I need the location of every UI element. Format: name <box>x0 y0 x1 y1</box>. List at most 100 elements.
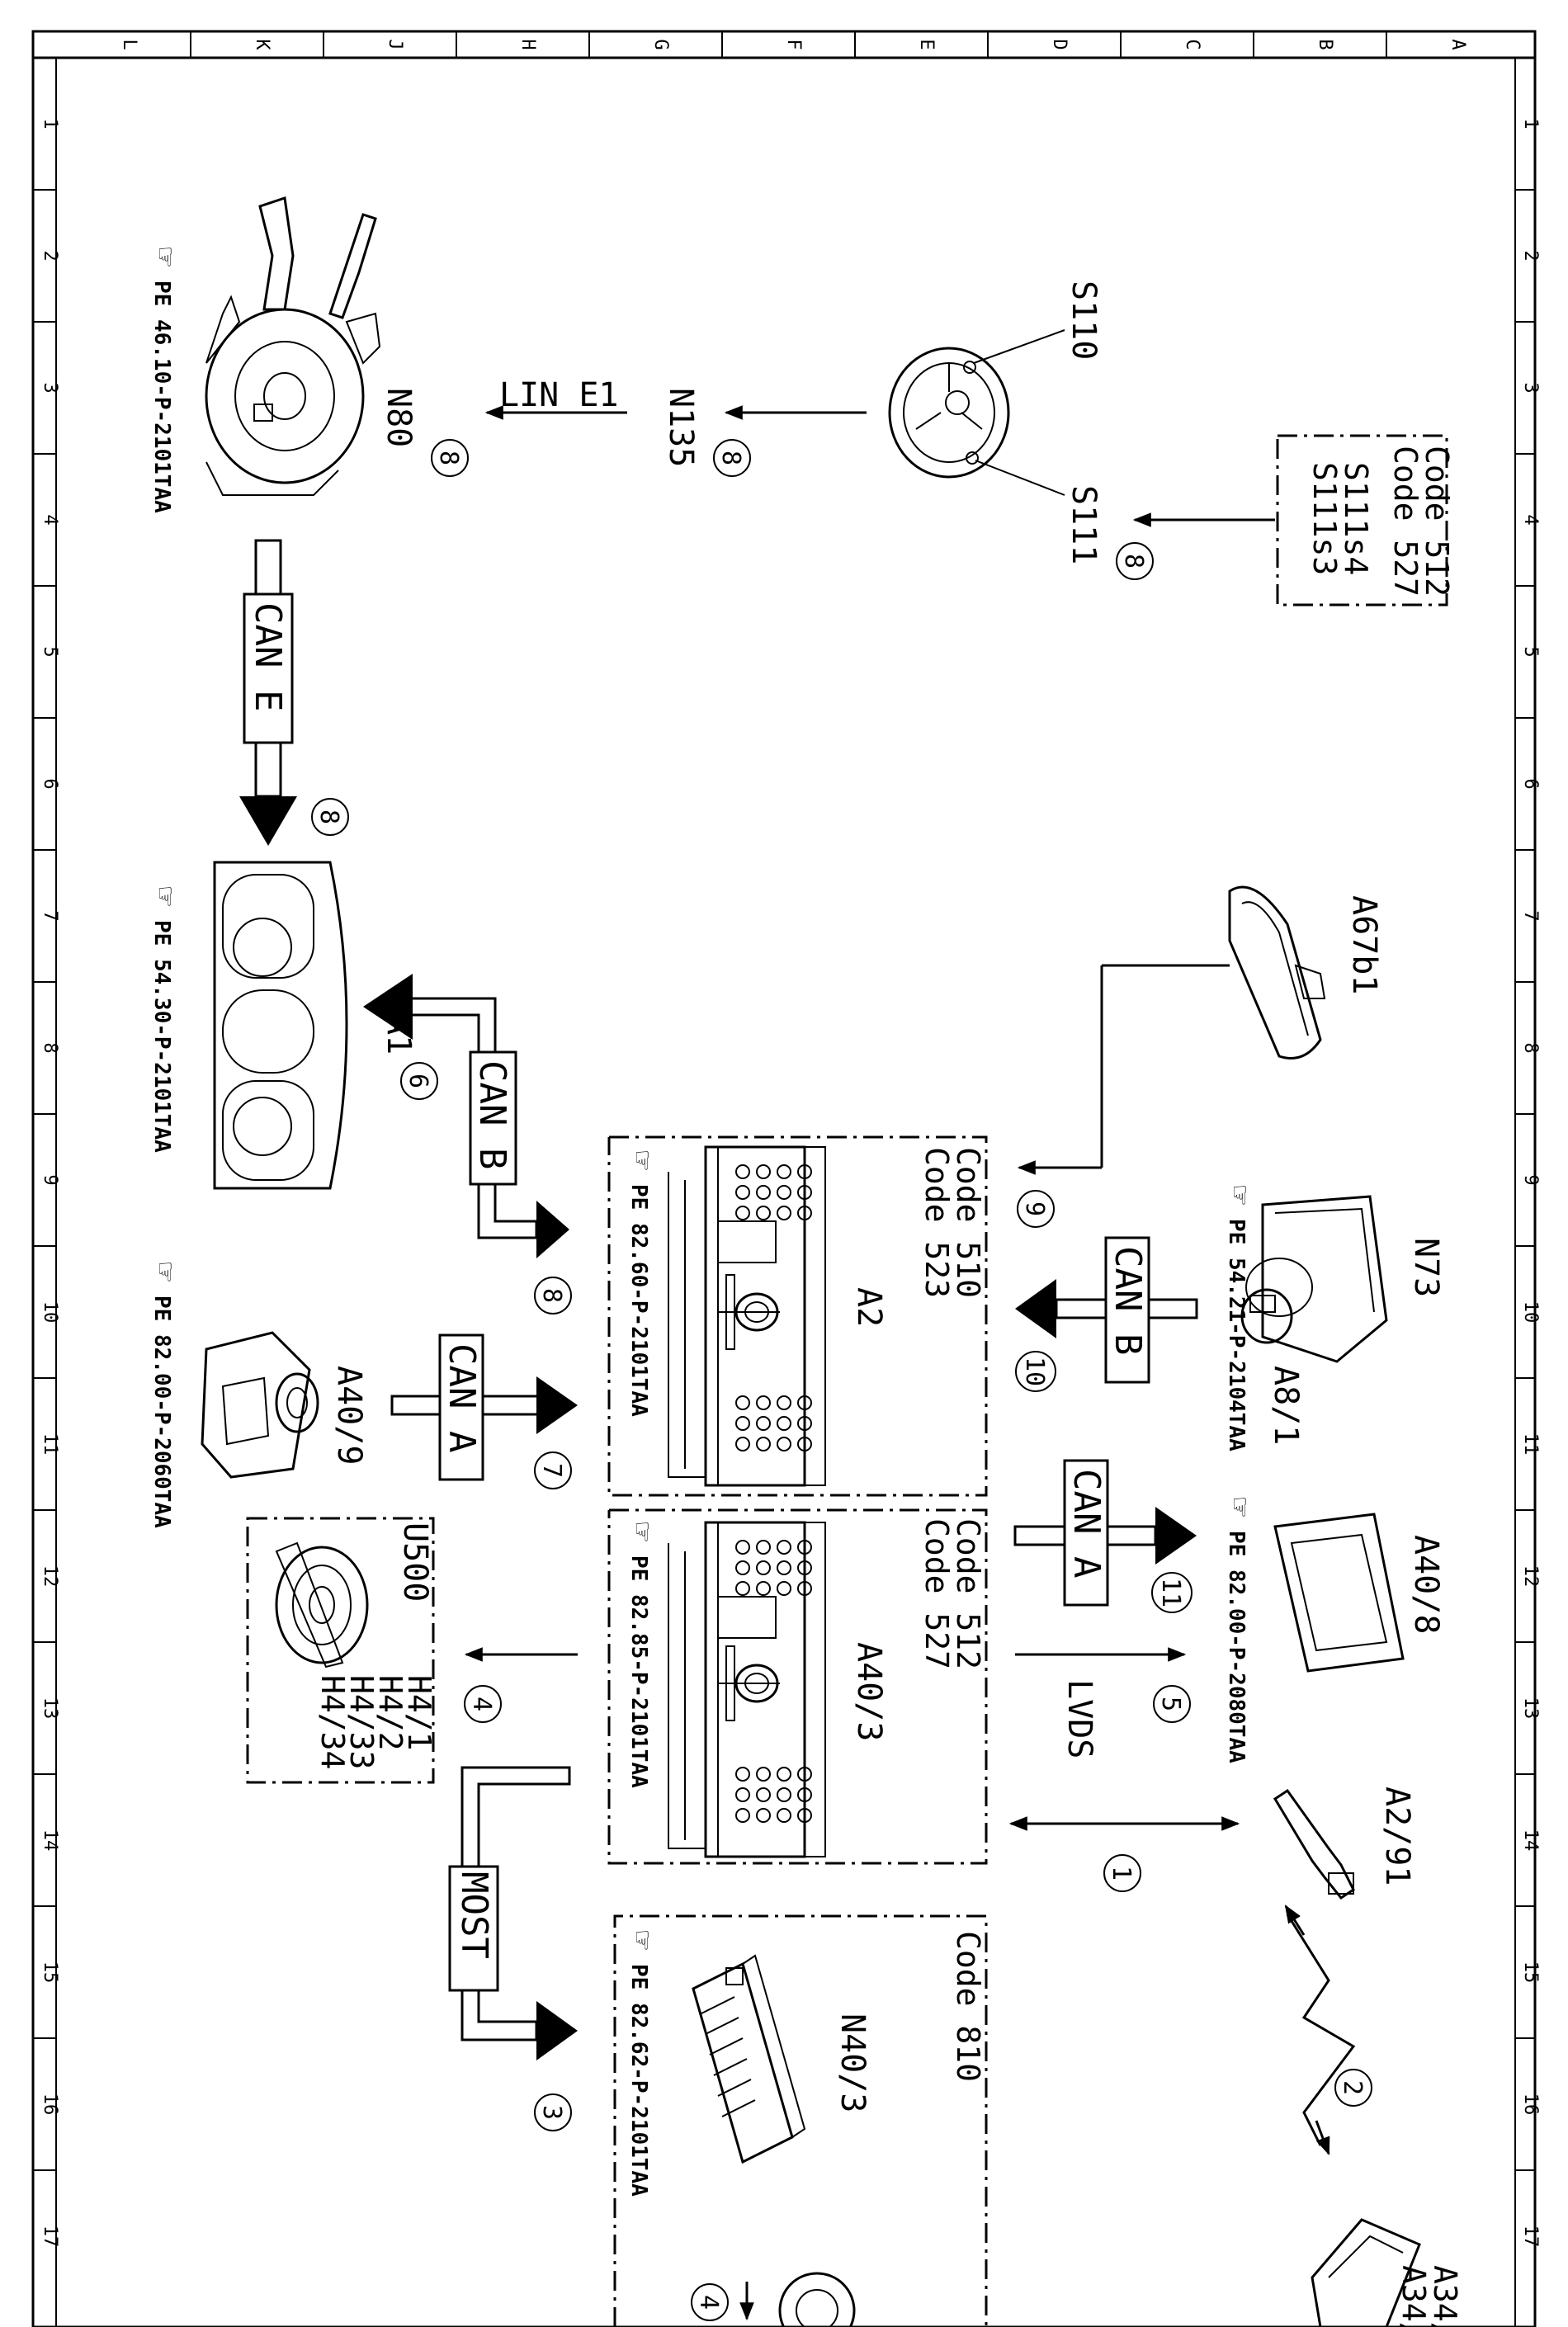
n40-3-reference: ☞ PE 82.62-P-2101TAA <box>625 1931 661 2197</box>
a40-3-reference: ☞ PE 82.85-P-2101TAA <box>625 1522 661 1788</box>
a2-91-antenna-icon <box>1273 1788 1355 1900</box>
svg-text:2: 2 <box>1338 2080 1367 2095</box>
grid-number: 11 <box>1520 1433 1541 1456</box>
grid-number: 7 <box>1520 910 1541 921</box>
a2-reference: ☞ PE 82.60-P-2101TAA <box>625 1151 661 1417</box>
label-n73: N73 <box>1407 1238 1445 1297</box>
grid-number: 14 <box>1520 1829 1541 1852</box>
grid-number: 4 <box>40 514 60 525</box>
code-line: S111s4 <box>1338 462 1374 575</box>
grid-letter: K <box>252 39 272 50</box>
grid-number: 15 <box>40 1961 60 1984</box>
radio-buttons-bottom <box>735 1395 812 1451</box>
grid-number: 13 <box>1520 1697 1541 1720</box>
svg-text:5: 5 <box>1156 1697 1185 1711</box>
label-a8-1: A8/1 <box>1267 1366 1305 1445</box>
n40-3-box <box>613 1914 988 2327</box>
conn-num-n73: 10 <box>1015 1351 1056 1392</box>
grid-number: 8 <box>1520 1042 1541 1053</box>
a34-device-icon <box>1311 2218 1421 2327</box>
conn-num-a1: 6 <box>400 1062 438 1100</box>
grid-letter: F <box>783 39 804 50</box>
bus-pipe-can-e: CAN E <box>239 539 297 846</box>
grid-number: 7 <box>40 910 60 921</box>
grid-number: 11 <box>40 1433 60 1456</box>
u500-speaker-box <box>246 1517 435 1784</box>
grid-number: 6 <box>1520 778 1541 789</box>
bus-can-b: CAN B <box>1107 1246 1149 1355</box>
a40-8-display-icon <box>1273 1513 1405 1673</box>
grid-number: 3 <box>1520 382 1541 393</box>
svg-text:4: 4 <box>694 2295 723 2310</box>
bus-can-e: CAN E <box>247 602 289 711</box>
grid-letter: E <box>916 39 937 50</box>
radio-buttons-top <box>735 1164 812 1220</box>
h4-label: H4/1 <box>401 1675 437 1751</box>
svg-text:1: 1 <box>1107 1866 1136 1881</box>
conn-num-most: 3 <box>534 2093 572 2131</box>
pointer-hand-icon: ☞ <box>148 1263 184 1282</box>
svg-text:9: 9 <box>1020 1201 1049 1216</box>
grid-letter: B <box>1315 39 1335 50</box>
svg-text:8: 8 <box>1119 554 1148 569</box>
bus-pipe-can-b-a1: CAN B <box>363 974 569 1258</box>
label-a2: A2 <box>850 1287 888 1327</box>
h4-label: H4/2 <box>372 1675 409 1751</box>
grid-number: 5 <box>40 646 60 657</box>
label-a67b1: A67b1 <box>1345 895 1383 994</box>
a40-3-box <box>607 1508 988 1865</box>
ref-a40-8: PE 82.00-P-2080TAA <box>1224 1531 1249 1763</box>
label-a2-91: A2/91 <box>1378 1787 1416 1886</box>
radio-buttons-top <box>735 1540 812 1596</box>
bus-most: MOST <box>453 1872 495 1959</box>
label-n135: N135 <box>662 388 700 467</box>
conn-num-n80: 8 <box>431 439 469 477</box>
wireless-link <box>1286 1914 1356 2146</box>
n73-ignition-switch-icon <box>1240 1195 1388 1363</box>
svg-text:8: 8 <box>314 809 343 824</box>
bus-can-b: CAN B <box>471 1060 513 1169</box>
svg-text:8: 8 <box>716 451 745 465</box>
grid-number: 15 <box>1520 1961 1541 1984</box>
a2-code: Code 523 <box>919 1147 955 1298</box>
svg-text:8: 8 <box>537 1288 566 1303</box>
grid-number: 5 <box>1520 646 1541 657</box>
a2-code: Code 510 <box>950 1147 986 1298</box>
grid-number: 1 <box>40 118 60 129</box>
column-letters: L K J H G F E D C B A <box>119 39 1468 50</box>
grid-letter: A <box>1448 39 1468 50</box>
svg-text:10: 10 <box>1020 1357 1049 1386</box>
bus-lin-e1: LIN E1 <box>499 376 619 414</box>
code-line: Code 527 <box>1387 446 1424 597</box>
grid-number: 2 <box>1520 250 1541 261</box>
grid-number: 12 <box>40 1565 60 1588</box>
pointer-hand-icon: ☞ <box>148 248 184 267</box>
n40-3-amplifier-icon <box>692 1954 806 2164</box>
label-a34-15: A34/15 <box>1396 2265 1432 2327</box>
label-u500: U500 <box>396 1522 434 1602</box>
svg-text:7: 7 <box>537 1463 566 1478</box>
grid-number: 6 <box>40 778 60 789</box>
n80-reference: ☞ PE 46.10-P-2101TAA <box>148 248 184 513</box>
grid-number: 10 <box>1520 1301 1541 1324</box>
label-n40-3: N40/3 <box>834 2013 871 2112</box>
grid-number: 9 <box>40 1174 60 1185</box>
radio-buttons-bottom <box>735 1767 812 1823</box>
conn-num-a2-91: 1 <box>1103 1854 1141 1892</box>
svg-text:8: 8 <box>434 451 463 465</box>
a40-3-code: Code 527 <box>919 1518 955 1669</box>
grid-letter: G <box>650 39 671 50</box>
pointer-hand-icon: ☞ <box>148 887 184 906</box>
grid-number: 12 <box>1520 1565 1541 1588</box>
grid-number: 17 <box>1520 2226 1541 2248</box>
conn-num-n135: 8 <box>713 439 751 477</box>
grid-number: 9 <box>1520 1174 1541 1185</box>
label-a40-9: A40/9 <box>330 1366 368 1465</box>
grid-number: 10 <box>40 1301 60 1324</box>
conn-num-a2-canb: 8 <box>534 1277 572 1315</box>
svg-text:3: 3 <box>537 2105 566 2120</box>
conn-num-can-e: 8 <box>311 798 349 836</box>
grid-letter: H <box>517 39 538 50</box>
a2-head-unit-box <box>607 1135 988 1497</box>
